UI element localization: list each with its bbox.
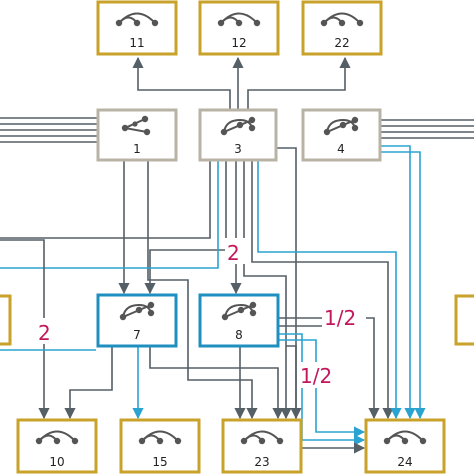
node-22[interactable]: 22 bbox=[301, 0, 383, 56]
node-label: 7 bbox=[133, 328, 141, 342]
edge-3-blue-left bbox=[0, 160, 219, 269]
edge-3-to-24-blue bbox=[257, 160, 402, 420]
edge-1-to-23 bbox=[147, 160, 258, 420]
edge-3-to-10 bbox=[0, 160, 211, 239]
edge-label-2-left: 2 bbox=[38, 321, 51, 345]
node-1[interactable]: 1 bbox=[96, 108, 178, 162]
edge-3-to-24-dark bbox=[276, 147, 302, 420]
edge-8-to-24-dark-c bbox=[286, 345, 366, 454]
node-label: 10 bbox=[49, 455, 64, 469]
node-8[interactable]: 8 bbox=[198, 293, 280, 348]
node-label: 8 bbox=[235, 328, 243, 342]
node-7[interactable]: 7 bbox=[96, 293, 178, 348]
node-label: 12 bbox=[231, 36, 246, 50]
node-12[interactable]: 12 bbox=[198, 0, 280, 56]
node-15[interactable]: 15 bbox=[119, 418, 201, 474]
node-label: 15 bbox=[152, 455, 167, 469]
node-partial-right bbox=[454, 294, 474, 346]
edges-left-into-1 bbox=[0, 117, 98, 143]
edges-4-right bbox=[380, 119, 474, 139]
edge-4-to-24-blue-2 bbox=[380, 151, 426, 420]
node-3[interactable]: 3 bbox=[198, 108, 278, 162]
edge-labels: 2 2 1/2 1/2 bbox=[36, 238, 366, 388]
node-label: 4 bbox=[337, 142, 345, 156]
edge-3-to-11 bbox=[132, 56, 231, 110]
edge-3-to-7 bbox=[144, 160, 227, 295]
edge-3-to-22 bbox=[247, 56, 351, 110]
node-10[interactable]: 10 bbox=[16, 418, 98, 474]
edge-left-to-10 bbox=[0, 239, 50, 420]
node-11[interactable]: 11 bbox=[96, 0, 178, 56]
edge-8-to-24-a bbox=[278, 317, 380, 420]
edge-3-to-23 bbox=[243, 160, 292, 420]
edges bbox=[0, 56, 474, 454]
node-23[interactable]: 23 bbox=[221, 418, 303, 474]
edge-3-to-24-mid bbox=[251, 160, 394, 420]
node-4[interactable]: 4 bbox=[301, 108, 382, 162]
edge-4-to-24-blue bbox=[380, 145, 416, 420]
node-label: 1 bbox=[133, 142, 141, 156]
node-24[interactable]: 24 bbox=[364, 418, 446, 474]
node-partial-left bbox=[0, 294, 12, 346]
edge-label-half-lower: 1/2 bbox=[300, 364, 332, 388]
edge-label-2-upper: 2 bbox=[227, 241, 240, 265]
node-label: 11 bbox=[129, 36, 144, 50]
edge-7-to-10 bbox=[64, 346, 113, 420]
edge-label-half-upper: 1/2 bbox=[324, 306, 356, 330]
node-label: 3 bbox=[234, 142, 242, 156]
node-label: 24 bbox=[397, 455, 412, 469]
node-label: 22 bbox=[334, 36, 349, 50]
edge-7-to-23 bbox=[149, 346, 284, 420]
node-label: 23 bbox=[254, 455, 269, 469]
